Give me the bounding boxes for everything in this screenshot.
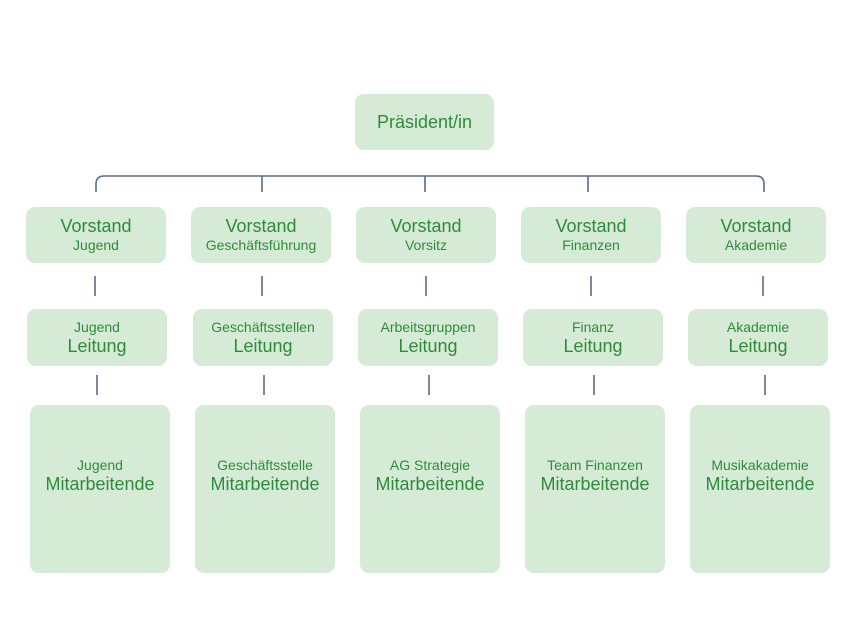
lead-dept: Jugend — [74, 318, 120, 335]
staff-dept: Team Finanzen — [547, 457, 643, 473]
lead-title: Leitung — [563, 335, 623, 356]
lead-node-finanz[interactable]: Finanz Leitung — [523, 309, 663, 366]
staff-node-team-finanzen[interactable]: Team Finanzen Mitarbeitende — [525, 405, 665, 573]
staff-node-musikakademie[interactable]: Musikakademie Mitarbeitende — [690, 405, 830, 573]
staff-title: Mitarbeitende — [705, 474, 815, 494]
board-node-vorsitz[interactable]: Vorstand Vorsitz — [356, 207, 496, 263]
board-title: Vorstand — [60, 216, 132, 236]
lead-dept: Akademie — [726, 318, 790, 335]
staff-dept: Geschäftsstelle — [217, 457, 313, 473]
board-node-geschaeftsfuehrung[interactable]: Vorstand Geschäftsführung — [191, 207, 331, 263]
staff-dept: AG Strategie — [389, 457, 471, 473]
lead-title: Leitung — [67, 335, 127, 356]
lead-dept: Finanz — [571, 318, 615, 335]
staff-node-ag-strategie[interactable]: AG Strategie Mitarbeitende — [360, 405, 500, 573]
president-label: Präsident/in — [376, 111, 473, 132]
board-subtitle: Akademie — [724, 237, 788, 253]
lead-title: Leitung — [728, 335, 788, 356]
staff-node-geschaeftsstelle[interactable]: Geschäftsstelle Mitarbeitende — [195, 405, 335, 573]
staff-dept: Jugend — [77, 457, 123, 473]
board-node-finanzen[interactable]: Vorstand Finanzen — [521, 207, 661, 263]
staff-dept: Musikakademie — [711, 457, 809, 473]
board-title: Vorstand — [390, 216, 462, 236]
lead-node-geschaeftsstellen[interactable]: Geschäftsstellen Leitung — [193, 309, 333, 366]
lead-node-jugend[interactable]: Jugend Leitung — [27, 309, 167, 366]
lead-node-arbeitsgruppen[interactable]: Arbeitsgruppen Leitung — [358, 309, 498, 366]
board-subtitle: Geschäftsführung — [205, 237, 317, 253]
staff-title: Mitarbeitende — [375, 474, 485, 494]
staff-node-jugend[interactable]: Jugend Mitarbeitende — [30, 405, 170, 573]
lead-title: Leitung — [398, 335, 458, 356]
board-title: Vorstand — [720, 216, 792, 236]
board-subtitle: Jugend — [73, 237, 119, 253]
lead-node-akademie[interactable]: Akademie Leitung — [688, 309, 828, 366]
board-title: Vorstand — [555, 216, 627, 236]
board-subtitle: Finanzen — [562, 237, 620, 253]
board-subtitle: Vorsitz — [404, 237, 447, 253]
board-node-jugend[interactable]: Vorstand Jugend — [26, 207, 166, 263]
top-bracket-connector — [95, 175, 765, 192]
president-node[interactable]: Präsident/in — [355, 94, 494, 150]
lead-title: Leitung — [233, 335, 293, 356]
board-node-akademie[interactable]: Vorstand Akademie — [686, 207, 826, 263]
staff-title: Mitarbeitende — [540, 474, 650, 494]
staff-title: Mitarbeitende — [210, 474, 320, 494]
staff-title: Mitarbeitende — [45, 474, 155, 494]
board-title: Vorstand — [225, 216, 297, 236]
lead-dept: Arbeitsgruppen — [380, 318, 476, 335]
lead-dept: Geschäftsstellen — [211, 318, 315, 335]
